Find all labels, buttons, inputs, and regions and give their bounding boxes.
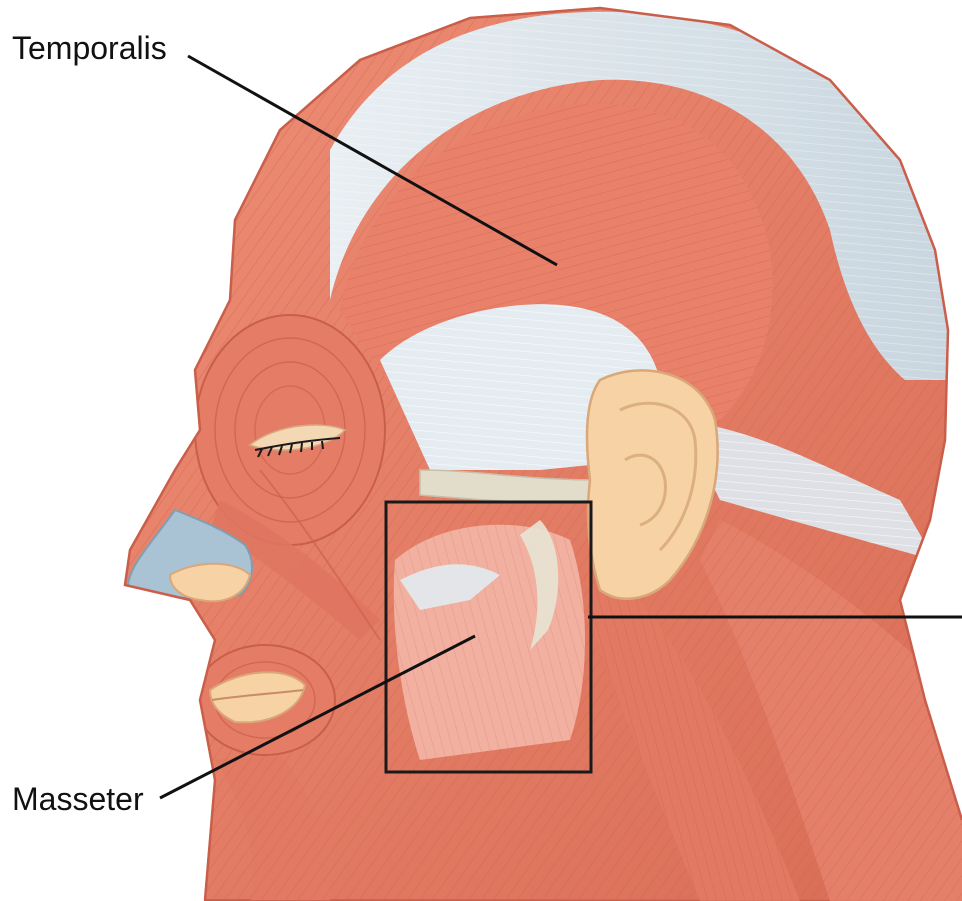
- masseter-label: Masseter: [12, 783, 144, 815]
- temporalis-label: Temporalis: [12, 32, 167, 64]
